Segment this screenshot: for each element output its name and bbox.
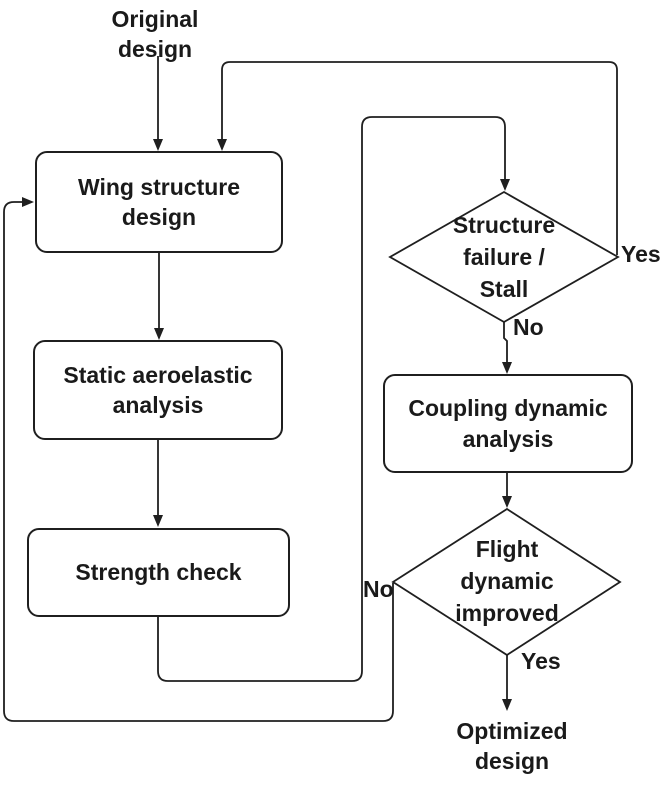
node-original-design: Original design <box>111 6 199 62</box>
arrowhead <box>500 179 510 191</box>
arrowhead <box>153 515 163 527</box>
arrowhead <box>502 699 512 711</box>
arrowhead <box>502 496 512 508</box>
decision-diamond-structure-failure <box>388 190 620 324</box>
edge-label-flight-dynamic-yes: Yes <box>521 648 561 674</box>
edge-structure-failure-yes-loop <box>221 61 618 255</box>
arrowhead <box>22 197 34 207</box>
node-coupling-dynamic-analysis: Coupling dynamic analysis <box>383 374 633 473</box>
node-optimized-design: Optimized design <box>456 718 568 774</box>
arrowhead <box>502 362 512 374</box>
arrowhead <box>153 139 163 151</box>
edge-flight-dynamic-no-loop <box>3 201 394 722</box>
edge-label-flight-dynamic-no: No <box>363 576 394 602</box>
edge-label-structure-failure-yes: Yes <box>621 241 661 267</box>
node-static-aeroelastic-analysis: Static aeroelastic analysis <box>33 340 283 440</box>
decision-diamond-flight-dynamic <box>391 507 622 657</box>
arrowhead <box>154 328 164 340</box>
node-wing-structure-design: Wing structure design <box>35 151 283 253</box>
edge-strength-to-structure-failure <box>157 116 506 682</box>
arrowhead <box>217 139 227 151</box>
edge-label-structure-failure-no: No <box>513 314 544 340</box>
node-strength-check: Strength check <box>27 528 290 617</box>
edge-structure-failure-no-to-coupling <box>503 322 508 363</box>
